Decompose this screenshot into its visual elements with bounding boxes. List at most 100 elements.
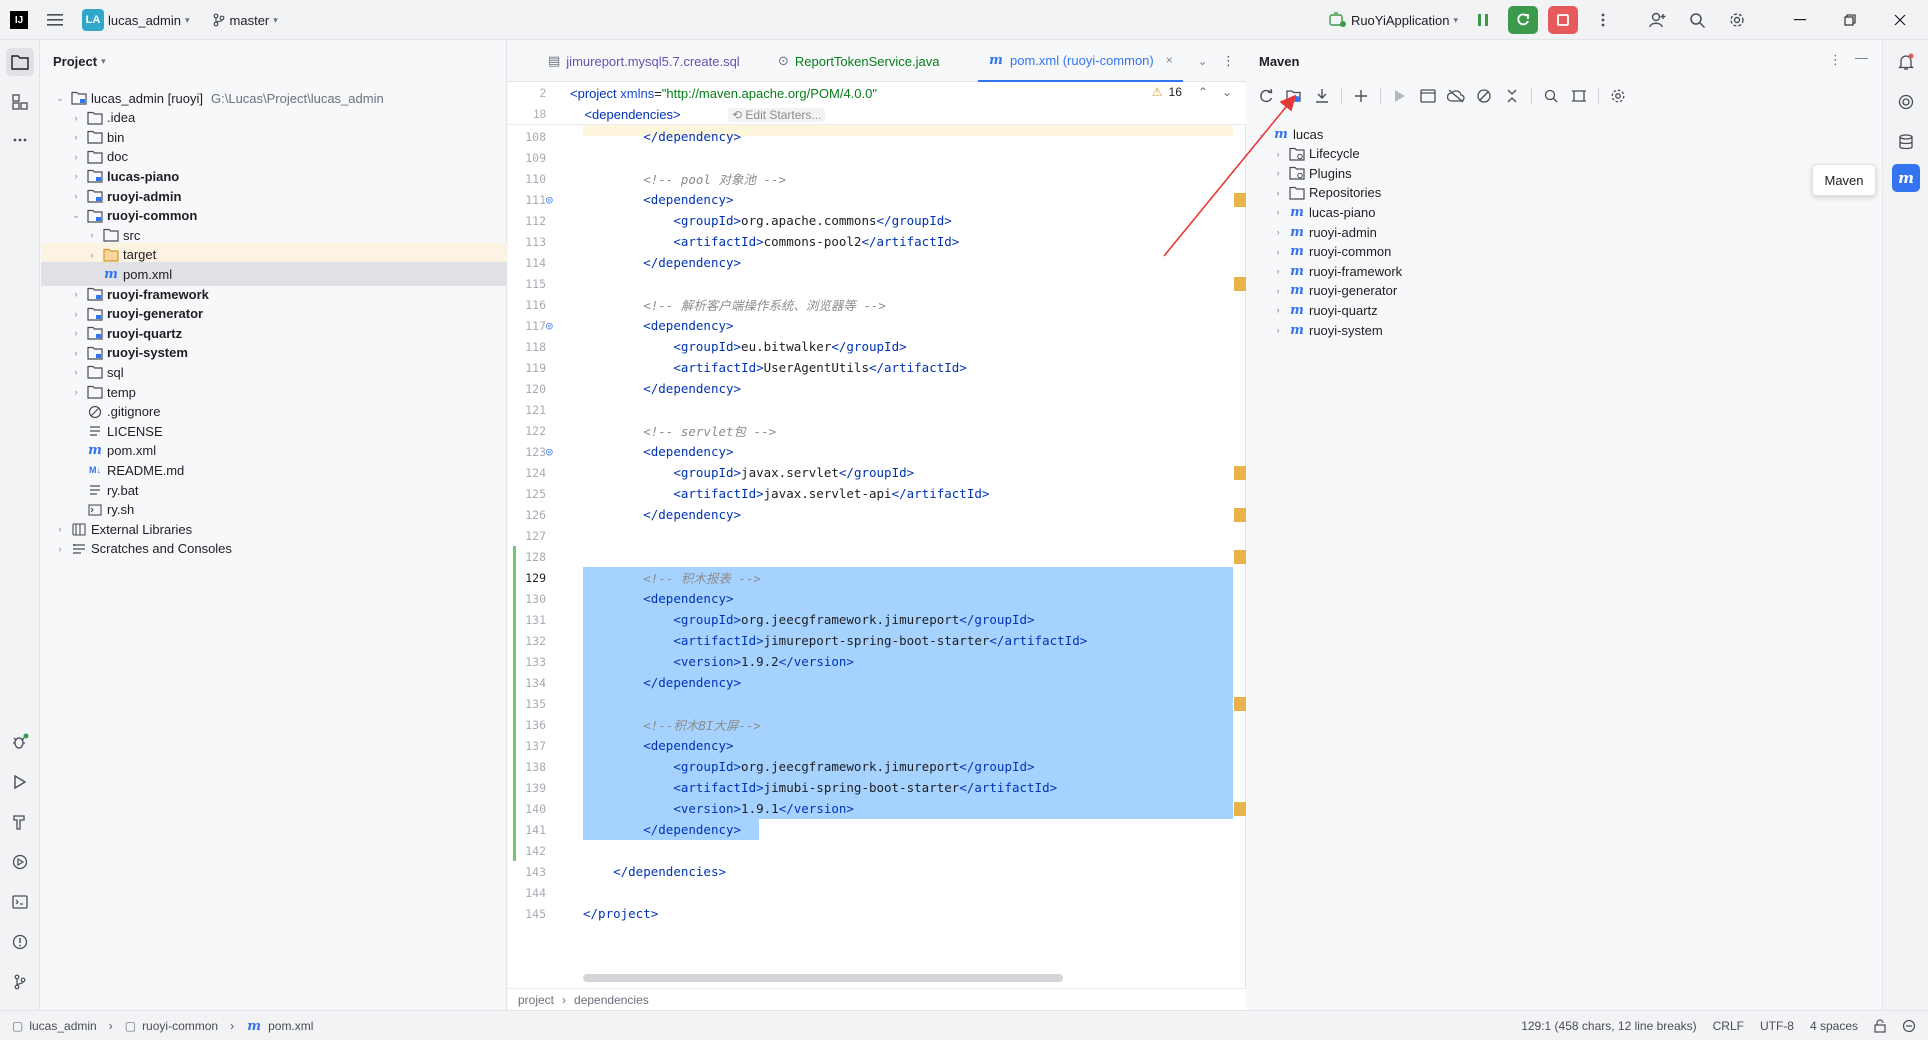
run-config-selector[interactable]: RuoYiApplication ▾ <box>1329 12 1458 28</box>
project-tree-item[interactable]: LICENSE <box>41 419 507 443</box>
code-line[interactable]: 133 <version>1.9.2</version> <box>508 651 1246 672</box>
previous-highlight-icon[interactable]: ⌃ <box>1197 85 1208 99</box>
download-sources-icon[interactable] <box>1311 85 1333 107</box>
rerun-button[interactable] <box>1508 6 1538 34</box>
git-tool-icon[interactable] <box>6 968 34 996</box>
project-panel-header[interactable]: Project ▾ <box>41 40 506 82</box>
tab-pom-xml[interactable]: m pom.xml (ruoyi-common) × <box>978 40 1183 82</box>
analyze-dependencies-icon[interactable] <box>1540 85 1562 107</box>
project-tree-item[interactable]: ›ruoyi-admin <box>41 184 507 208</box>
chevron-right-icon[interactable]: › <box>1276 168 1280 179</box>
code-line[interactable]: 108 </dependency> <box>508 126 1246 147</box>
code-line[interactable]: 140 <version>1.9.1</version> <box>508 798 1246 819</box>
hide-panel-icon[interactable]: — <box>1855 50 1868 65</box>
project-tree-item[interactable]: ›temp <box>41 380 507 404</box>
chevron-right-icon[interactable]: › <box>90 230 94 241</box>
add-user-icon[interactable] <box>1642 6 1672 34</box>
chevron-right-icon[interactable]: › <box>74 151 78 162</box>
chevron-right-icon[interactable]: › <box>1276 207 1280 218</box>
code-with-me-icon[interactable] <box>1902 1019 1916 1033</box>
inspection-widget[interactable]: ⚠ 16 ⌃ ⌄ <box>1152 85 1232 99</box>
project-tree-item[interactable]: ⌄ruoyi-common <box>41 204 507 228</box>
code-line[interactable]: 132 <artifactId>jimureport-spring-boot-s… <box>508 630 1246 651</box>
dependency-gutter-icon[interactable]: ◎ <box>546 445 553 458</box>
terminal-tool-icon[interactable] <box>6 888 34 916</box>
horizontal-scrollbar[interactable] <box>583 974 1063 982</box>
project-tree-item[interactable]: ›ruoyi-quartz <box>41 321 507 345</box>
chevron-right-icon[interactable]: › <box>74 132 78 143</box>
breadcrumb-item[interactable]: pom.xml <box>268 1019 314 1033</box>
minimize-window-icon[interactable] <box>1780 6 1820 34</box>
chevron-right-icon[interactable]: › <box>1276 305 1280 316</box>
project-tree-item[interactable]: ry.sh <box>41 498 507 522</box>
code-line[interactable]: 112 <groupId>org.apache.commons</groupId… <box>508 210 1246 231</box>
database-icon[interactable] <box>1892 128 1920 156</box>
tab-list-chevron-icon[interactable]: ⌄ <box>1198 55 1208 68</box>
chevron-right-icon[interactable]: › <box>74 367 78 378</box>
services-tool-icon[interactable] <box>6 848 34 876</box>
code-line[interactable]: 115 <box>508 273 1246 294</box>
collapse-all-icon[interactable] <box>1501 85 1523 107</box>
code-line[interactable]: 141 </dependency> <box>508 819 1246 840</box>
run-maven-build-icon[interactable] <box>1389 85 1411 107</box>
pause-icon[interactable] <box>1468 6 1498 34</box>
chevron-right-icon[interactable]: › <box>90 249 94 260</box>
project-tree-item[interactable]: M↓README.md <box>41 458 507 482</box>
chevron-down-icon[interactable]: ⌄ <box>72 210 80 221</box>
project-tree-item[interactable]: ›bin <box>41 125 507 149</box>
code-line[interactable]: 111◎ <dependency> <box>508 189 1246 210</box>
chevron-right-icon[interactable]: › <box>74 171 78 182</box>
chevron-right-icon[interactable]: › <box>1276 148 1280 159</box>
maven-tree-item[interactable]: ›Repositories <box>1247 181 1713 205</box>
app-logo-icon[interactable]: IJ <box>10 11 28 29</box>
stop-button[interactable] <box>1548 6 1578 34</box>
code-line[interactable]: 118 <groupId>eu.bitwalker</groupId> <box>508 336 1246 357</box>
settings-gear-icon[interactable] <box>1722 6 1752 34</box>
code-line[interactable]: 116 <!-- 解析客户端操作系统、浏览器等 --> <box>508 294 1246 315</box>
project-tree-item[interactable]: ry.bat <box>41 478 507 502</box>
project-tree-item[interactable]: ›sql <box>41 360 507 384</box>
more-vertical-icon[interactable] <box>1588 6 1618 34</box>
code-line[interactable]: 145</project> <box>508 903 1246 924</box>
maven-settings-icon[interactable] <box>1607 85 1629 107</box>
code-line[interactable]: 138 <groupId>org.jeecgframework.jimurepo… <box>508 756 1246 777</box>
project-switcher[interactable]: LA lucas_admin ▾ <box>82 9 190 31</box>
chevron-right-icon[interactable]: › <box>1276 187 1280 198</box>
structure-tool-icon[interactable] <box>6 88 34 116</box>
chevron-right-icon[interactable]: › <box>74 387 78 397</box>
code-line[interactable]: 120 </dependency> <box>508 378 1246 399</box>
search-icon[interactable] <box>1682 6 1712 34</box>
chevron-right-icon[interactable]: › <box>74 308 78 319</box>
code-line[interactable]: 128 <box>508 546 1246 567</box>
problems-tool-icon[interactable] <box>6 928 34 956</box>
sticky-line[interactable]: 2 <project xmlns="http://maven.apache.or… <box>508 83 1246 104</box>
project-tree-item[interactable]: ›ruoyi-generator <box>41 302 507 326</box>
chevron-right-icon[interactable]: › <box>1276 227 1280 237</box>
chevron-right-icon[interactable]: › <box>74 112 78 123</box>
code-line[interactable]: 130 <dependency> <box>508 588 1246 609</box>
chevron-right-icon[interactable]: › <box>58 524 62 535</box>
breadcrumb-item[interactable]: ruoyi-common <box>142 1019 219 1033</box>
code-line[interactable]: 129 <!-- 积木报表 --> <box>508 567 1246 588</box>
edit-starters-hint[interactable]: ⟲ Edit Starters... <box>728 107 826 122</box>
tab-java-file[interactable]: ⊙ ReportTokenService.java <box>768 40 949 82</box>
close-tab-icon[interactable]: × <box>1165 53 1173 67</box>
warning-stripe-marker[interactable] <box>1234 193 1246 207</box>
code-line[interactable]: 110 <!-- pool 对象池 --> <box>508 168 1246 189</box>
code-line[interactable]: 134 </dependency> <box>508 672 1246 693</box>
project-tool-icon[interactable] <box>6 48 34 76</box>
chevron-right-icon[interactable]: › <box>74 191 78 201</box>
line-separator[interactable]: CRLF <box>1712 1019 1744 1033</box>
breadcrumb-item[interactable]: dependencies <box>574 992 649 1007</box>
skip-tests-icon[interactable] <box>1473 85 1495 107</box>
code-line[interactable]: 136 <!--积木BI大屏--> <box>508 714 1246 735</box>
project-tree-item[interactable]: ›src <box>41 223 507 247</box>
code-line[interactable]: 127 <box>508 525 1246 546</box>
sticky-line[interactable]: 18 <dependencies> ⟲ Edit Starters... <box>508 104 1246 125</box>
